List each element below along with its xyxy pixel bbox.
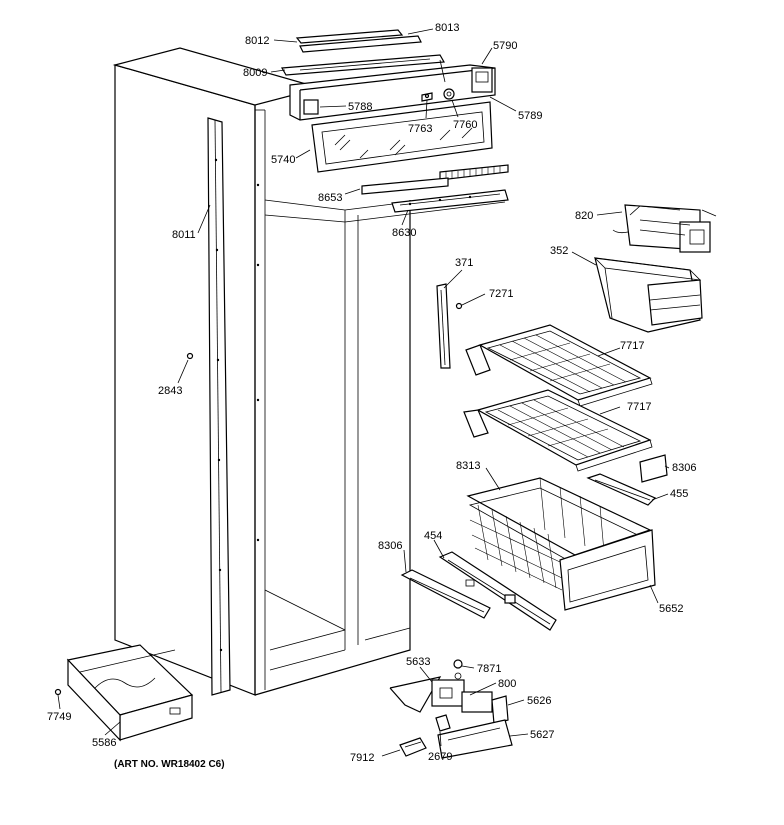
ice-maker-820: [612, 204, 717, 253]
label-8011: 8011: [172, 229, 196, 241]
label-7717-lower: 7717: [627, 401, 651, 413]
label-8313: 8313: [456, 460, 480, 472]
label-7717-upper: 7717: [620, 340, 644, 352]
label-8630: 8630: [392, 227, 416, 239]
label-2843: 2843: [158, 385, 182, 397]
bracket-8653-8630: [361, 177, 509, 213]
label-7912: 7912: [350, 752, 374, 764]
label-7749: 7749: [47, 711, 71, 723]
shelf-lower-7717: [463, 389, 653, 472]
top-trim-strips: [281, 29, 445, 76]
drawer-slide-left: [400, 551, 557, 631]
ice-bucket-352: [593, 257, 703, 333]
light-socket-assembly: [389, 659, 513, 759]
label-5788: 5788: [348, 101, 372, 113]
label-371: 371: [455, 257, 473, 269]
label-7763: 7763: [408, 123, 432, 135]
label-454: 454: [424, 530, 442, 542]
label-5633: 5633: [406, 656, 430, 668]
label-5586: 5586: [92, 737, 116, 749]
part-labels: 8012 8013 5790 8009 5788 5789 7763 7760 …: [47, 22, 696, 764]
door-trim-8011: [207, 117, 231, 696]
serrated-strip: [439, 164, 509, 181]
label-7271: 7271: [489, 288, 513, 300]
leader-lines: [57, 28, 670, 757]
label-5789: 5789: [518, 110, 542, 122]
drawer-slide-right: [586, 454, 668, 506]
label-8013: 8013: [435, 22, 459, 34]
screws: [186, 93, 430, 360]
art-number-caption: (ART NO. WR18402 C6): [114, 759, 225, 770]
label-7760: 7760: [453, 119, 477, 131]
label-7871: 7871: [477, 663, 501, 675]
label-8009: 8009: [243, 67, 267, 79]
label-820: 820: [575, 210, 593, 222]
label-8306-right: 8306: [672, 462, 696, 474]
cover-5586: [54, 644, 194, 742]
label-800: 800: [498, 678, 516, 690]
label-8653: 8653: [318, 192, 342, 204]
label-2679: 2679: [428, 751, 452, 763]
label-8012: 8012: [245, 35, 269, 47]
shelf-support-371: [436, 283, 463, 369]
label-5627: 5627: [530, 729, 554, 741]
label-8306-left: 8306: [378, 540, 402, 552]
label-5740: 5740: [271, 154, 295, 166]
label-5652: 5652: [659, 603, 683, 615]
label-455: 455: [670, 488, 688, 500]
label-5790: 5790: [493, 40, 517, 52]
shelf-upper-7717: [465, 324, 653, 407]
label-5626: 5626: [527, 695, 551, 707]
label-352: 352: [550, 245, 568, 257]
light-shield-5740: [311, 101, 493, 173]
drawer-basket-8313: [466, 477, 656, 611]
